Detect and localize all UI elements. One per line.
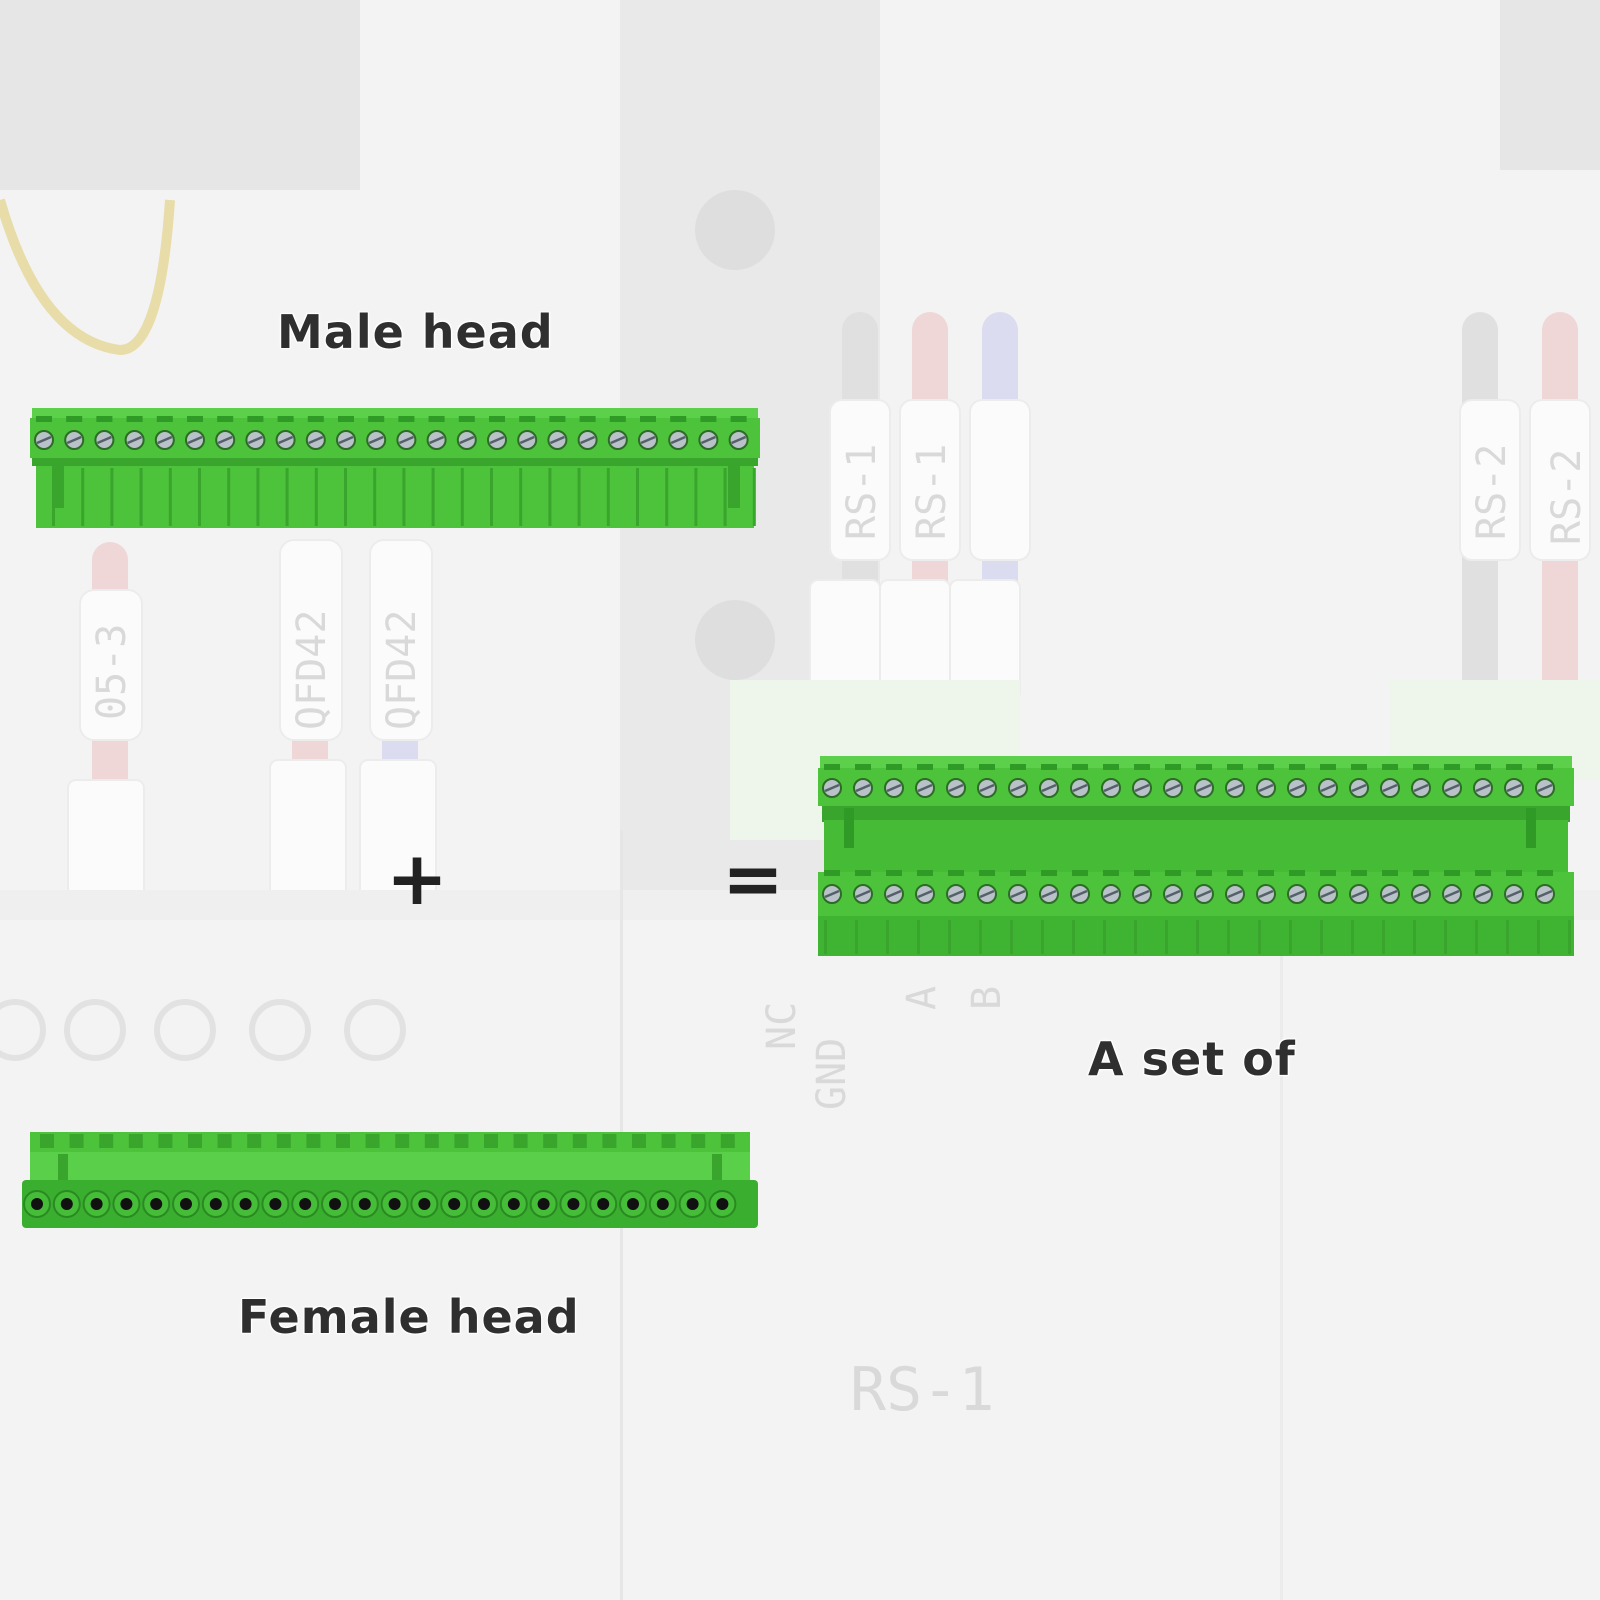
equals-symbol: = [722, 836, 785, 922]
bg-terminal-label: NC [759, 1002, 805, 1050]
bg-wire-tag: RS-2 [1469, 444, 1515, 540]
male-head-label: Male head [277, 305, 554, 359]
bg-wire-tag: QFD42 [289, 610, 335, 730]
bg-terminal-label: A [899, 986, 945, 1010]
bg-terminal-label: B [964, 986, 1010, 1010]
female-head-label: Female head [238, 1290, 580, 1344]
plus-symbol: + [386, 836, 449, 922]
bg-wire-tag: QFD42 [379, 610, 425, 730]
combined-connector-set [818, 756, 1574, 956]
bg-panel-label: RS-1 [850, 1355, 995, 1425]
bg-terminal-label: GND [809, 1038, 855, 1110]
bg-wire-tag: RS-1 [909, 444, 955, 540]
male-head-connector [30, 408, 760, 528]
female-head-connector [22, 1132, 758, 1228]
bg-wire-tag: 05-3 [89, 624, 135, 720]
set-label: A set of [1088, 1032, 1296, 1086]
bg-wire-tag: RS-1 [839, 444, 885, 540]
bg-wire-tag: RS-2 [1544, 449, 1590, 545]
